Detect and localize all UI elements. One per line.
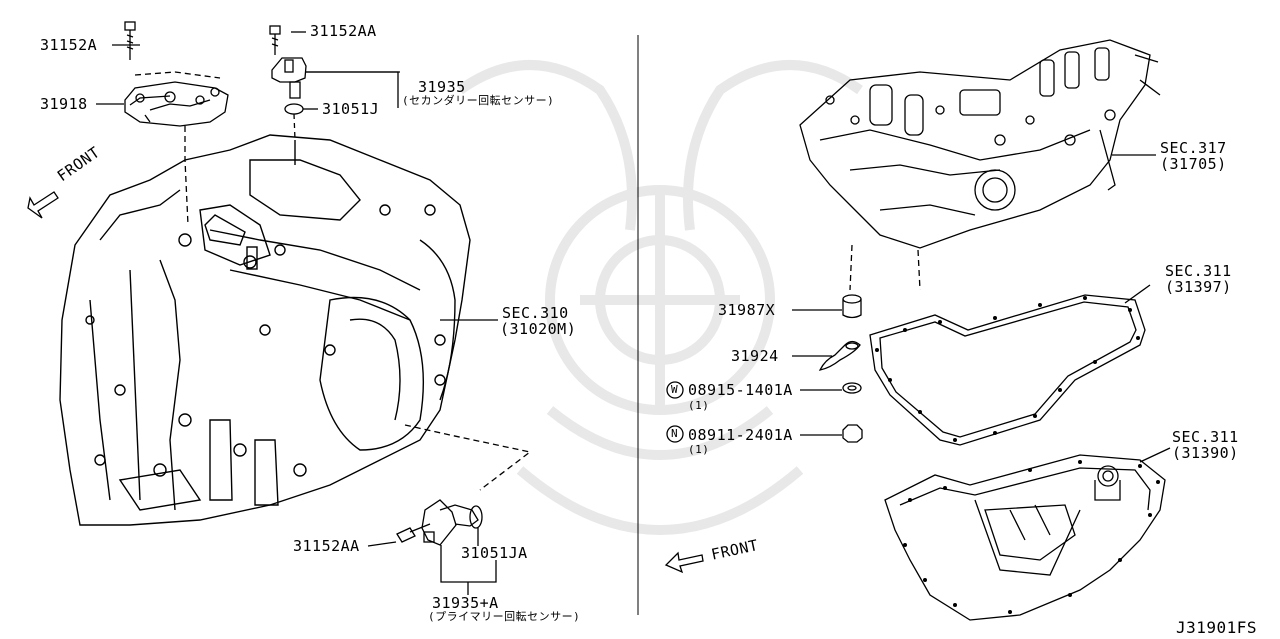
label-31935A: 31935+A: [432, 594, 499, 612]
label-31924: 31924: [731, 347, 779, 365]
label-sec311-pan-sub: (31390): [1172, 444, 1239, 462]
label-31152AA-bottom: 31152AA: [293, 537, 360, 555]
label-sec317-sub: (31705): [1160, 155, 1227, 173]
label-08915-1401A: 08915-1401A: [688, 381, 793, 399]
diagram-code: J31901FS: [1176, 618, 1258, 637]
label-31051J: 31051J: [322, 100, 380, 118]
label-31935: 31935: [418, 78, 466, 96]
label-31918: 31918: [40, 95, 88, 113]
label-sec311-gasket: SEC.311: [1165, 262, 1232, 280]
watermark-emblem: [457, 60, 863, 535]
label-31987X: 31987X: [718, 301, 776, 319]
label-sec310-sub: (31020M): [500, 320, 577, 338]
label-31051JA: 31051JA: [461, 544, 528, 562]
label-sec310: SEC.310: [502, 304, 569, 322]
label-08911-2401A: 08911-2401A: [688, 426, 793, 444]
w-mark: W: [671, 383, 679, 396]
label-08911-qty: (1): [688, 443, 710, 456]
label-sec311-pan: SEC.311: [1172, 428, 1239, 446]
label-sec311-gasket-sub: (31397): [1165, 278, 1232, 296]
label-31935-note: (セカンダリー回転センサー): [402, 94, 555, 107]
n-mark: N: [671, 427, 679, 440]
label-08915-qty: (1): [688, 399, 710, 412]
label-31152AA-top: 31152AA: [310, 22, 377, 40]
label-31935A-note: (プライマリー回転センサー): [428, 610, 581, 623]
label-sec317: SEC.317: [1160, 139, 1227, 157]
label-31152A: 31152A: [40, 36, 98, 54]
